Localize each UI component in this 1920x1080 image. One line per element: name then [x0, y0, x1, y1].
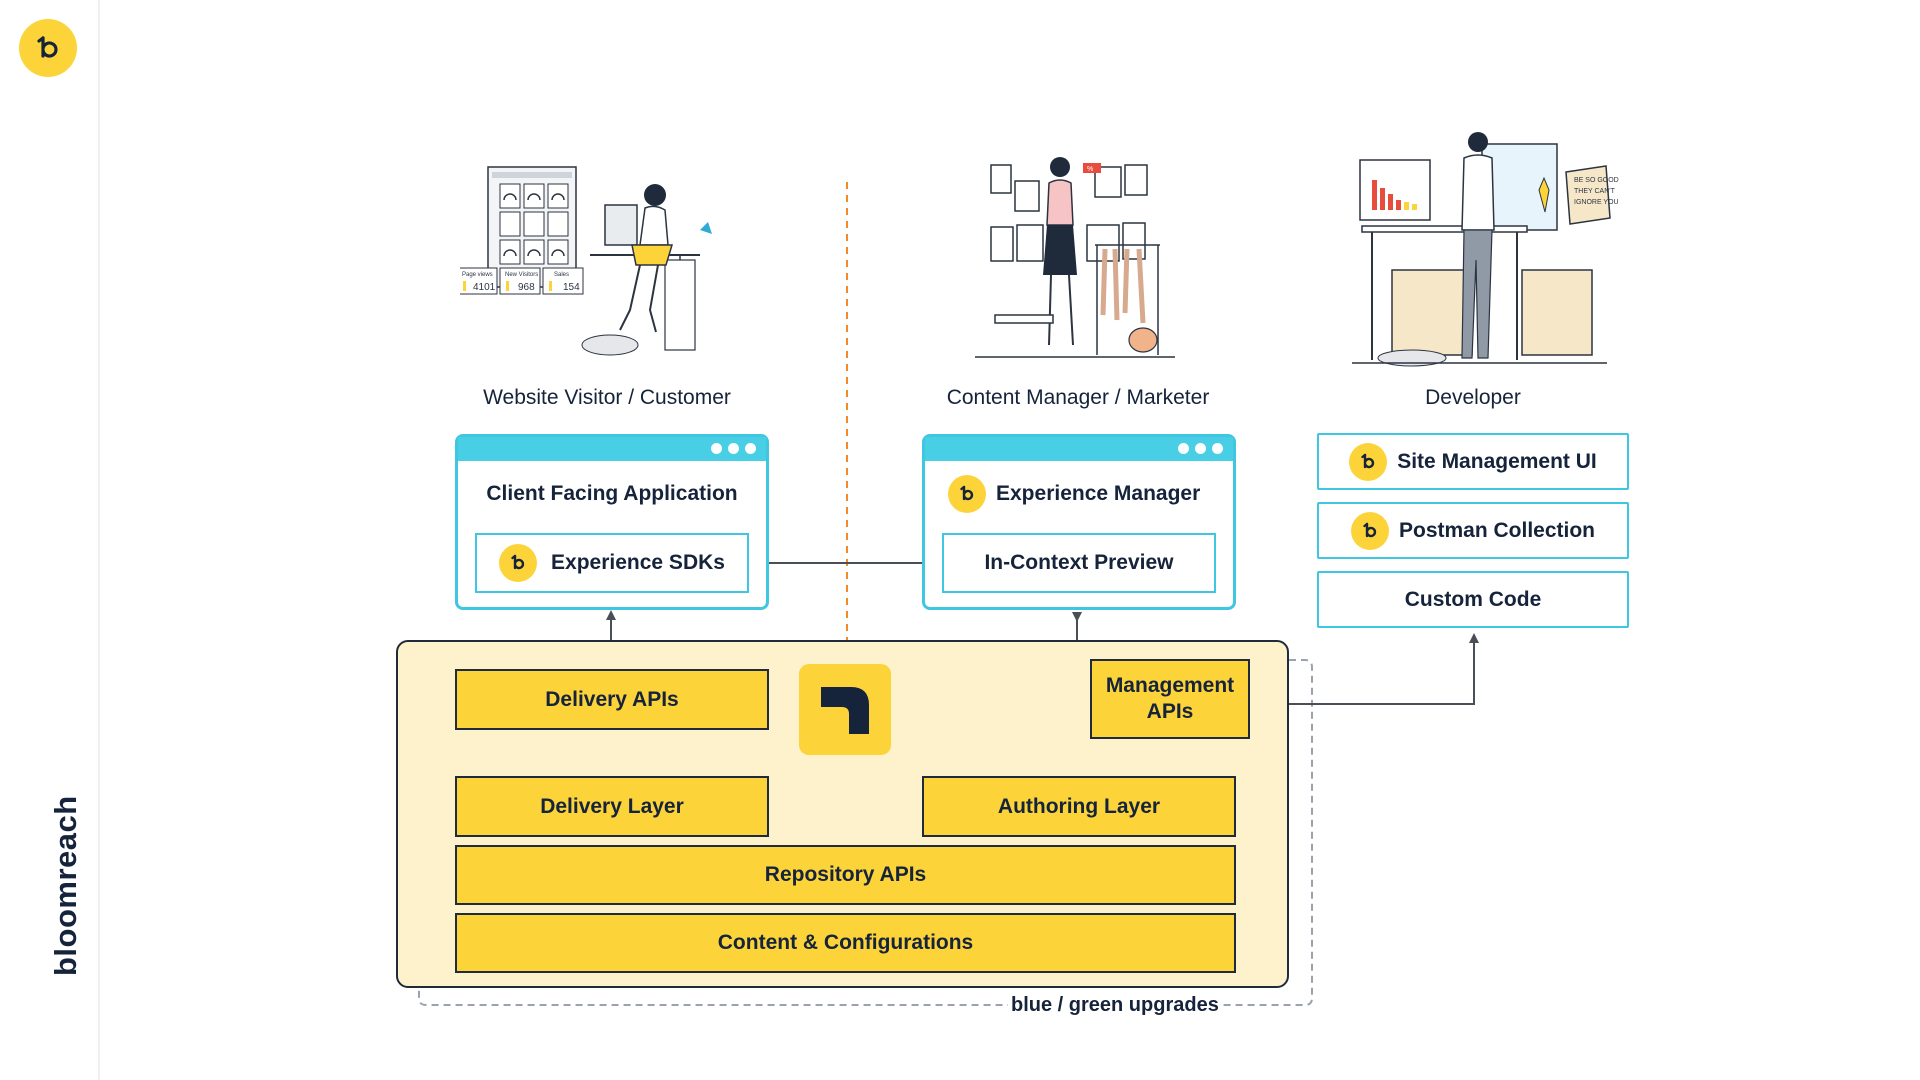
- window-dots-icon: [1178, 443, 1223, 454]
- window-title-bar: [458, 437, 766, 461]
- visitor-illustration: Page views 4101 New Visitors 968 Sales 1…: [460, 166, 712, 356]
- experience-sdks-box: Experience SDKs: [475, 533, 749, 593]
- developer-illustration: BE SO GOOD THEY CAN'T IGNORE YOU: [1352, 132, 1619, 367]
- bloomreach-b-icon: [499, 544, 538, 582]
- window-dots-icon: [711, 443, 756, 454]
- delivery-layer-box: Delivery Layer: [455, 776, 769, 837]
- bloomreach-b-icon: [948, 475, 986, 513]
- upgrades-frame: [418, 659, 1313, 1006]
- poster-text: BE SO GOOD: [1574, 177, 1619, 184]
- bloomreach-b-icon: [1350, 511, 1389, 550]
- stat-label: Page views: [462, 272, 493, 278]
- sidebar: bloomreach: [0, 0, 100, 1080]
- window-title-bar: [925, 437, 1233, 461]
- bloomreach-logo-icon: [19, 19, 77, 77]
- blue-green-upgrades-label: blue / green upgrades: [1008, 994, 1222, 1017]
- bloomreach-content-logo-icon: [799, 664, 891, 755]
- poster-text: IGNORE YOU: [1574, 199, 1619, 206]
- experience-manager-label: Experience Manager: [996, 482, 1201, 505]
- client-app-title: Client Facing Application: [486, 482, 738, 505]
- persona-developer: Developer: [1425, 386, 1521, 409]
- sale-tag: %: [1087, 166, 1093, 173]
- stat-label: Sales: [554, 272, 569, 278]
- stat-value: 968: [518, 282, 535, 293]
- persona-visitor: Website Visitor / Customer: [483, 386, 731, 409]
- marketer-illustration: %: [975, 157, 1175, 358]
- bloomreach-b-icon: [1349, 442, 1388, 481]
- in-context-preview-box: In-Context Preview: [942, 533, 1216, 593]
- experience-manager-title: Experience Manager: [948, 475, 1200, 513]
- stat-value: 154: [563, 282, 580, 293]
- repository-apis-box: Repository APIs: [455, 845, 1236, 905]
- authoring-layer-box: Authoring Layer: [922, 776, 1236, 837]
- management-to-devtools-arrow: [1245, 633, 1479, 705]
- postman-collection-box: Postman Collection: [1317, 502, 1629, 559]
- stat-label: New Visitors: [505, 272, 538, 278]
- persona-marketer: Content Manager / Marketer: [946, 386, 1210, 409]
- delivery-apis-box: Delivery APIs: [455, 669, 769, 730]
- poster-text: THEY CAN'T: [1574, 188, 1616, 195]
- custom-code-box: Custom Code: [1317, 571, 1629, 628]
- content-configurations-box: Content & Configurations: [455, 913, 1236, 973]
- experience-sdks-label: Experience SDKs: [551, 551, 725, 574]
- stat-value: 4101: [473, 282, 496, 293]
- site-management-ui-box: Site Management UI: [1317, 433, 1629, 490]
- postman-collection-label: Postman Collection: [1398, 518, 1596, 542]
- site-management-ui-label: Site Management UI: [1397, 449, 1597, 473]
- management-apis-box: Management APIs: [1090, 659, 1250, 739]
